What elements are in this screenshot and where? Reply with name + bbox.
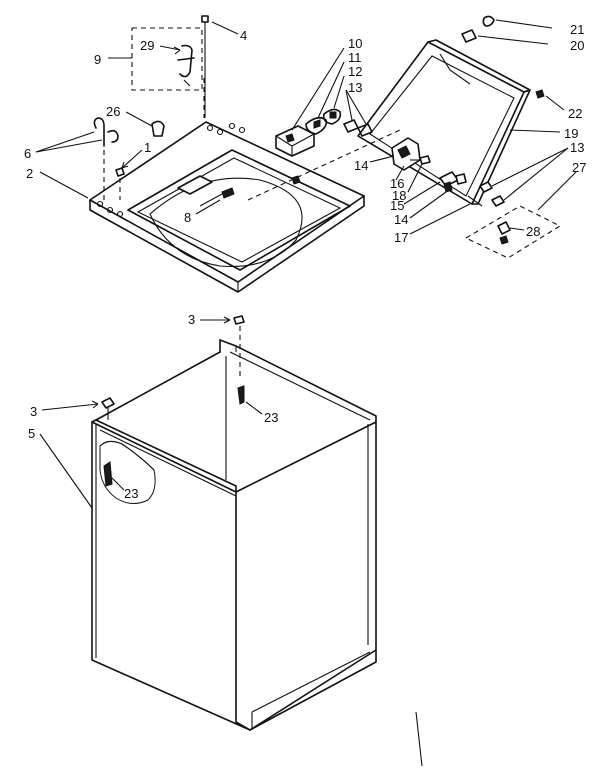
callout-3: 3 [188, 312, 195, 327]
screw-8 [199, 187, 235, 207]
callout-5: 5 [28, 426, 35, 441]
hinge-pin-11 [305, 116, 328, 135]
callout-3: 3 [30, 404, 37, 419]
clip-26 [151, 120, 165, 137]
callout-12: 12 [348, 64, 362, 79]
screws-13-left [343, 119, 373, 137]
screw-3-cabinet [101, 397, 115, 420]
callout-19: 19 [564, 126, 578, 141]
bushing-12 [322, 108, 342, 125]
bumper-20 [461, 29, 477, 43]
callout-15: 15 [390, 198, 404, 213]
screws-13-right [467, 181, 505, 207]
callout-20: 20 [570, 38, 584, 53]
callout-8: 8 [184, 210, 191, 225]
callout-11: 11 [348, 50, 362, 65]
hinge-10 [275, 125, 315, 157]
cabinet-body [91, 339, 377, 731]
screw-4 [201, 15, 209, 118]
callout-29: 29 [140, 38, 154, 53]
callout-23: 23 [124, 486, 138, 501]
bumper-22 [535, 89, 545, 99]
callout-26: 26 [106, 104, 120, 119]
top-panel [89, 121, 365, 293]
lid-hinge-14-16 [391, 137, 431, 171]
callout-16: 16 [390, 176, 404, 191]
scan-mark [415, 711, 423, 767]
callout-17: 17 [394, 230, 408, 245]
callout-1: 1 [144, 140, 151, 155]
callout-14: 14 [394, 212, 408, 227]
callout-23: 23 [264, 410, 278, 425]
callout-27: 27 [572, 160, 586, 175]
lid-alignment-line [247, 129, 401, 201]
lid-19 [357, 39, 531, 205]
callout-6: 6 [24, 146, 31, 161]
callout-28: 28 [526, 224, 540, 239]
callout-9: 9 [94, 52, 101, 67]
part-box-9 [131, 27, 205, 118]
callout-22: 22 [568, 106, 582, 121]
callout-14: 14 [354, 158, 368, 173]
callout-10: 10 [348, 36, 362, 51]
callout-4: 4 [240, 28, 247, 43]
callout-21: 21 [570, 22, 584, 37]
leader-lines [35, 19, 577, 509]
callout-labels: 1 2 3 3 4 5 6 8 9 10 11 12 13 13 14 14 1… [24, 22, 586, 501]
bumper-21 [482, 15, 495, 27]
screw-1 [115, 167, 125, 200]
screw-23-frame [237, 385, 245, 405]
lid-hinge-15-17 [439, 171, 467, 193]
callout-18: 18 [392, 188, 406, 203]
screw-3-frame [233, 315, 245, 380]
part-box-27 [464, 205, 562, 259]
callout-13: 13 [570, 140, 584, 155]
callout-13: 13 [348, 80, 362, 95]
clip-6 [93, 117, 119, 200]
callout-2: 2 [26, 166, 33, 181]
